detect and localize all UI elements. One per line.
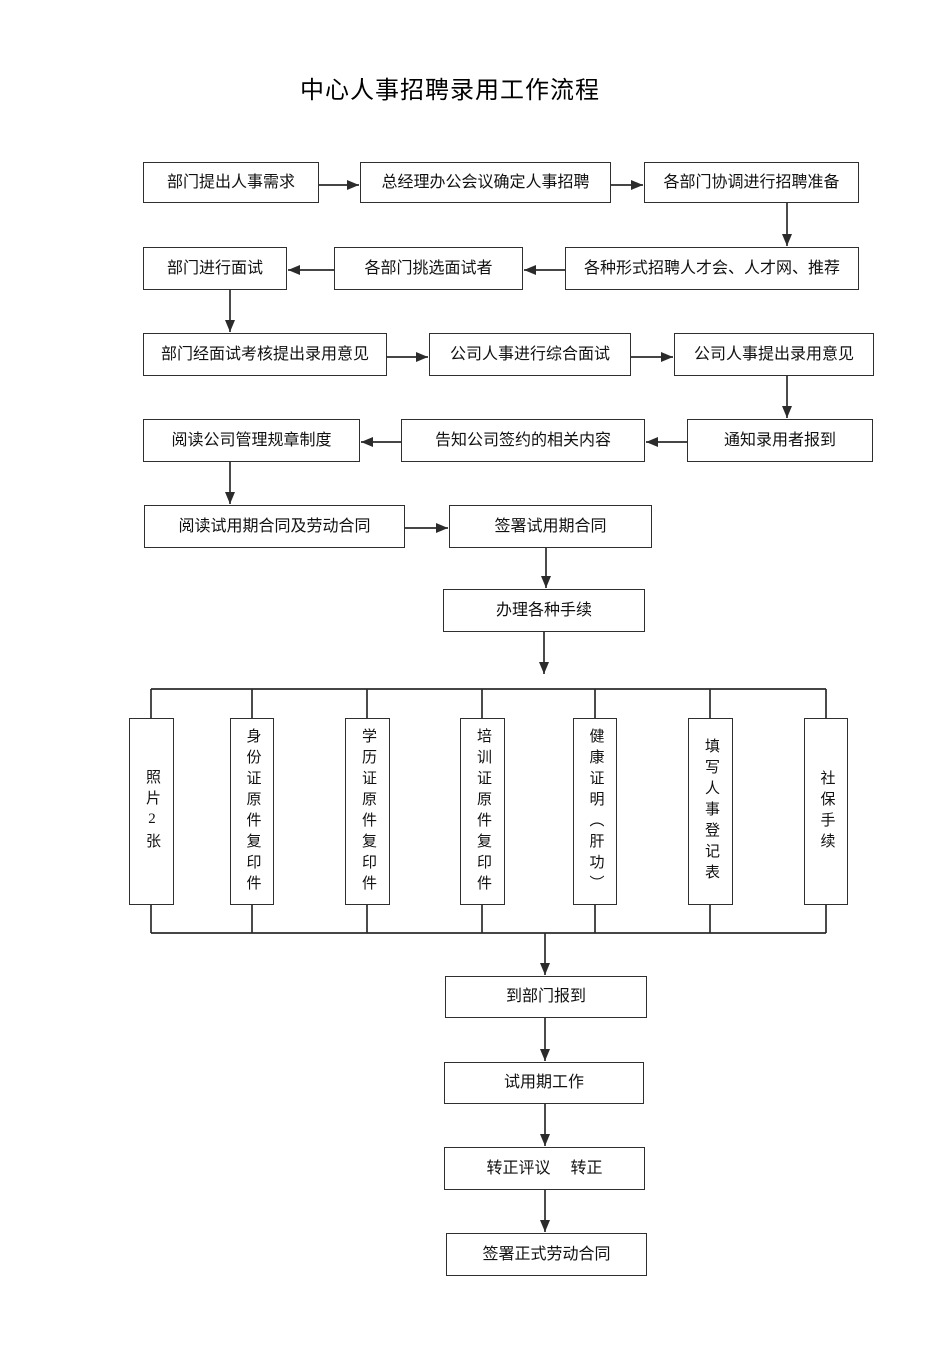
- flow-node-n2: 总经理办公会议确定人事招聘: [360, 162, 611, 203]
- flow-node-n18: 转正评议 转正: [444, 1147, 645, 1190]
- flow-node-v3: 学历证原件复印件: [345, 718, 390, 905]
- flow-node-v2: 身份证原件复印件: [230, 718, 274, 905]
- flow-node-label: 各种形式招聘人才会、人才网、推荐: [583, 259, 840, 277]
- flow-node-label: 试用期工作: [503, 1074, 584, 1092]
- flow-node-label: 到部门报到: [505, 988, 586, 1006]
- flow-node-label: 部门经面试考核提出录用意见: [160, 345, 369, 363]
- flow-node-label: 照片2张: [144, 769, 160, 854]
- flow-node-label: 签署试用期合同: [494, 517, 607, 535]
- flow-node-v1: 照片2张: [129, 718, 174, 905]
- flow-node-v7: 社保手续: [804, 718, 848, 905]
- flow-node-n15: 办理各种手续: [443, 589, 645, 632]
- flow-node-n7: 部门经面试考核提出录用意见: [143, 333, 387, 376]
- flow-node-n14: 签署试用期合同: [449, 505, 652, 548]
- flow-node-v5: 健康证明（肝功）: [573, 718, 617, 905]
- flow-node-label: 告知公司签约的相关内容: [434, 431, 611, 449]
- flow-node-n11: 告知公司签约的相关内容: [401, 419, 645, 462]
- flow-node-label: 办理各种手续: [495, 601, 592, 619]
- flow-node-label: 签署正式劳动合同: [482, 1245, 611, 1263]
- page-title: 中心人事招聘录用工作流程: [300, 78, 600, 104]
- flow-node-label: 填写人事登记表: [703, 738, 719, 885]
- flow-node-n8: 公司人事进行综合面试: [429, 333, 631, 376]
- flow-node-label: 公司人事进行综合面试: [449, 345, 610, 363]
- flow-node-label: 通知录用者报到: [723, 431, 836, 449]
- flow-node-n4: 部门进行面试: [143, 247, 287, 290]
- flow-node-label: 健康证明（肝功）: [587, 727, 604, 896]
- flow-node-label: 各部门挑选面试者: [364, 259, 493, 277]
- flow-node-n9: 公司人事提出录用意见: [674, 333, 874, 376]
- flow-node-n10: 阅读公司管理规章制度: [143, 419, 360, 462]
- flow-node-label: 各部门协调进行招聘准备: [663, 173, 840, 191]
- flow-node-label: 社保手续: [818, 769, 835, 854]
- flow-node-n6: 各种形式招聘人才会、人才网、推荐: [565, 247, 859, 290]
- flow-node-n5: 各部门挑选面试者: [334, 247, 523, 290]
- flow-node-n1: 部门提出人事需求: [143, 162, 319, 203]
- flow-node-v6: 填写人事登记表: [688, 718, 733, 905]
- flow-node-label: 转正评议 转正: [486, 1159, 603, 1177]
- flow-node-label: 身份证原件复印件: [244, 727, 261, 896]
- flow-node-n19: 签署正式劳动合同: [446, 1233, 647, 1276]
- flow-node-n16: 到部门报到: [445, 976, 647, 1018]
- flow-node-n12: 通知录用者报到: [687, 419, 873, 462]
- flow-node-label: 总经理办公会议确定人事招聘: [381, 173, 590, 191]
- flow-node-label: 阅读试用期合同及劳动合同: [178, 517, 371, 535]
- flow-node-label: 公司人事提出录用意见: [693, 345, 854, 363]
- flow-node-n3: 各部门协调进行招聘准备: [644, 162, 859, 203]
- flow-node-label: 培训证原件复印件: [475, 727, 491, 896]
- flow-node-label: 阅读公司管理规章制度: [171, 431, 332, 449]
- flow-node-n13: 阅读试用期合同及劳动合同: [144, 505, 405, 548]
- flow-node-v4: 培训证原件复印件: [460, 718, 505, 905]
- flow-node-n17: 试用期工作: [444, 1062, 644, 1104]
- flow-node-label: 部门提出人事需求: [166, 173, 295, 191]
- flow-node-label: 学历证原件复印件: [360, 727, 376, 896]
- flow-node-label: 部门进行面试: [166, 259, 263, 277]
